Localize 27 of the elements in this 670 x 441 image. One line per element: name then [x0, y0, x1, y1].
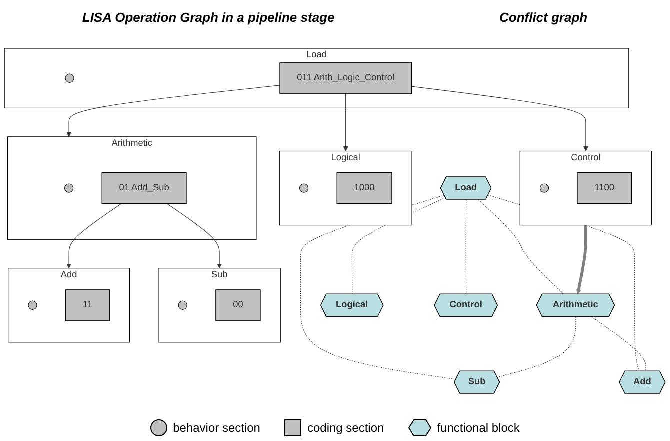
node-circle [178, 300, 188, 310]
diagram-title: LISA Operation Graph in a pipeline stage [82, 10, 335, 24]
node-box: 011 Arith_Logic_Control [280, 62, 412, 94]
connector [478, 199, 564, 295]
node-box: 1000 [336, 172, 392, 204]
arrow [576, 225, 588, 294]
connector [591, 316, 646, 372]
node-box: 1100 [577, 172, 632, 204]
arrow [411, 86, 588, 152]
arrow [166, 204, 222, 269]
arrow [66, 204, 122, 269]
node-circle [28, 300, 38, 310]
node-circle [540, 184, 550, 193]
node-circle [64, 184, 74, 193]
node-box: 11 [65, 290, 110, 322]
node-box: 01 Add_Sub [102, 172, 187, 204]
node-circle [65, 74, 74, 83]
panel-heading: Conflict graph [499, 10, 588, 24]
arrow [343, 94, 348, 152]
legend-text: coding section [307, 421, 384, 435]
node-circle [299, 184, 309, 193]
node-box: 00 [216, 290, 261, 322]
legend-text: behavior section [173, 421, 260, 435]
connector [497, 316, 576, 378]
arrow [66, 85, 280, 138]
legend-text: functional block [437, 421, 520, 435]
connector [466, 199, 467, 295]
